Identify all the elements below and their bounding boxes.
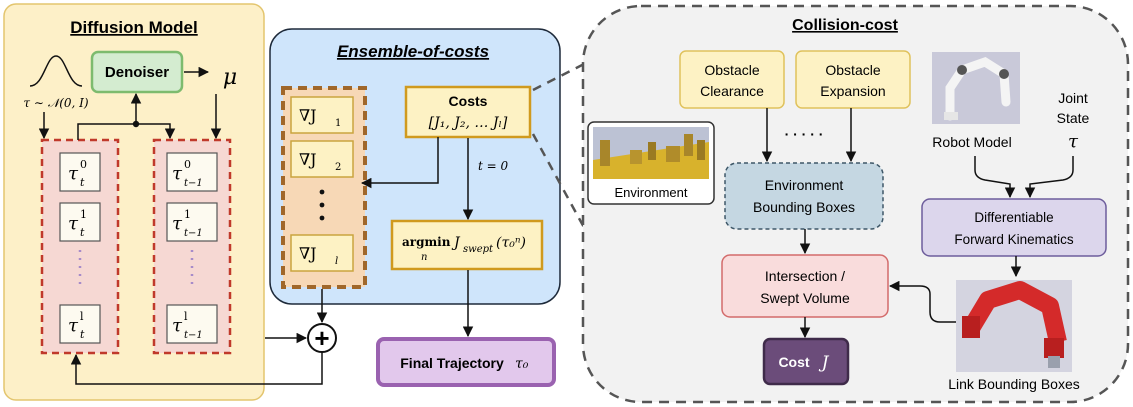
more-costs-dots: · · · · · [785, 126, 824, 142]
left-token-0: τ [68, 163, 79, 184]
noise-distribution-label: τ ∼ 𝒩(0, I) [23, 96, 89, 110]
diffusion-model-panel: Diffusion Model τ ∼ 𝒩(0, I) Denoiser μ τ… [3, 3, 265, 401]
argmin-expr-sub: swept [463, 244, 494, 255]
gradient-1: ∇J [299, 106, 317, 125]
right-token-l-sub: t−1 [184, 330, 203, 341]
left-token-l-sub: t [80, 328, 85, 341]
right-token-1-sup: 1 [184, 208, 191, 221]
argmin-sub: n [421, 252, 427, 263]
argmin-expr: J [451, 235, 461, 251]
joint-state-line1: Joint [1058, 90, 1088, 106]
mu-symbol: μ [223, 65, 237, 90]
costs-title: Costs [449, 93, 488, 109]
obstacle-clearance-box [679, 50, 785, 109]
obstacle-clearance-line1: Obstacle [704, 62, 759, 78]
gradient-l-sub: l [335, 256, 338, 267]
intersection-swept-volume-box [721, 254, 889, 318]
costs-list: [J₁, J₂, … Jₗ] [429, 115, 508, 131]
zoom-line-bottom [531, 133, 642, 331]
final-trajectory-label: Final Trajectory [400, 355, 504, 371]
forward-kinematics-box [921, 198, 1107, 257]
obstacle-expansion-line2: Expansion [820, 83, 885, 99]
left-token-0-sub: t [80, 176, 85, 189]
obstacle-expansion-box [795, 50, 911, 109]
gradient-2-sub: 2 [335, 162, 341, 173]
right-token-0-sub: t−1 [184, 178, 203, 189]
left-token-1-sup: 1 [80, 208, 87, 221]
cost-j-box [762, 337, 850, 386]
right-token-l-sup: l [184, 310, 188, 323]
gradient-ellipsis [319, 189, 325, 221]
right-token-0-sup: 0 [184, 158, 191, 171]
env-bbox-line2: Bounding Boxes [753, 199, 855, 215]
costs-box [404, 85, 532, 139]
robot-arm-image [932, 52, 1020, 124]
joint-state-symbol: τ [1068, 131, 1079, 152]
intersection-line1: Intersection / [765, 268, 845, 284]
left-token-l-sup: l [80, 310, 84, 323]
final-trajectory-box: Final Trajectory τ₀ [376, 337, 556, 387]
dfk-line2: Forward Kinematics [954, 232, 1074, 247]
ensemble-title: Ensemble-of-costs [337, 42, 489, 61]
intersection-line2: Swept Volume [760, 290, 850, 306]
link-bounding-boxes-image [956, 280, 1072, 372]
robot-model-label: Robot Model [932, 134, 1011, 150]
diffusion-model-title: Diffusion Model [70, 18, 197, 37]
left-token-1: τ [68, 213, 79, 234]
denoiser-label: Denoiser [105, 64, 169, 81]
dfk-line1: Differentiable [974, 210, 1053, 225]
final-trajectory-symbol: τ₀ [515, 356, 529, 372]
environment-bounding-boxes-box [724, 162, 884, 230]
joint-state-line2: State [1057, 110, 1090, 126]
right-token-1: τ [172, 213, 183, 234]
left-token-1-sub: t [80, 226, 85, 239]
cost-label: Cost [778, 354, 809, 370]
left-token-l: τ [68, 315, 79, 336]
obstacle-clearance-line2: Clearance [700, 83, 764, 99]
right-token-l: τ [172, 315, 183, 336]
obstacle-expansion-line1: Obstacle [825, 62, 880, 78]
gradient-1-sub: 1 [335, 118, 341, 129]
argmin-word: argmin [402, 235, 451, 249]
sum-node: + [307, 323, 337, 353]
cost-symbol: J [819, 353, 830, 373]
argmin-arg: (τ₀ⁿ) [496, 235, 526, 251]
time-zero-label: t = 0 [478, 159, 509, 173]
link-bounding-boxes-label: Link Bounding Boxes [948, 376, 1080, 392]
right-token-0: τ [172, 163, 183, 184]
environment-render-image [593, 127, 709, 179]
denoiser-box [90, 50, 184, 94]
gaussian-noise-icon [29, 55, 83, 87]
gradient-l: ∇J [299, 244, 317, 263]
env-bbox-line1: Environment [765, 177, 844, 193]
environment-label: Environment [615, 185, 688, 200]
collision-cost-title: Collision-cost [792, 17, 898, 34]
gradient-2: ∇J [299, 150, 317, 169]
right-token-1-sub: t−1 [184, 228, 203, 239]
argmin-box [390, 219, 544, 271]
plus-symbol: + [314, 323, 329, 353]
left-token-0-sup: 0 [80, 158, 87, 171]
ensemble-of-costs-panel: Ensemble-of-costs ∇J 1 ∇J 2 ∇J l Costs [… [269, 28, 561, 305]
collision-cost-panel: Collision-cost Obstacle Clearance Obstac… [581, 4, 1130, 404]
